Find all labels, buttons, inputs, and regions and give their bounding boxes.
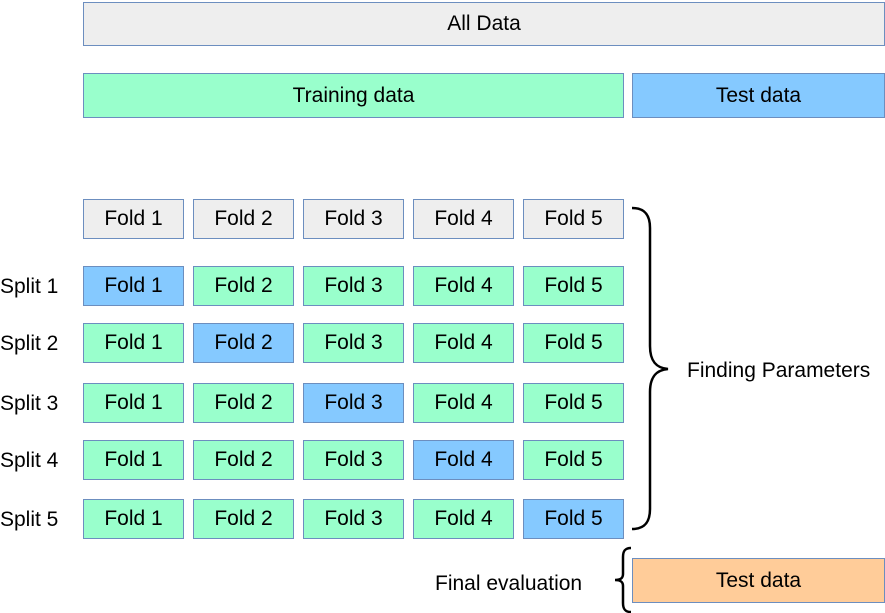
train-fold-1-2: Fold 2	[193, 266, 294, 306]
train-fold-5-3: Fold 3	[303, 499, 404, 539]
fold-label: Fold 1	[104, 448, 163, 471]
fold-label: Fold 2	[214, 331, 273, 354]
train-fold-1-4: Fold 4	[413, 266, 514, 306]
train-fold-3-4: Fold 4	[413, 383, 514, 423]
training-data-label: Training data	[292, 83, 415, 107]
train-fold-5-1: Fold 1	[83, 499, 184, 539]
train-fold-3-2: Fold 2	[193, 383, 294, 423]
fold-label: Fold 5	[544, 207, 603, 230]
test-fold-1-1: Fold 1	[83, 266, 184, 306]
fold-label: Fold 1	[104, 391, 163, 414]
header-fold-4: Fold 4	[413, 199, 514, 239]
header-fold-2: Fold 2	[193, 199, 294, 239]
split-label-1: Split 1	[0, 275, 59, 298]
fold-label: Fold 4	[434, 331, 493, 354]
train-fold-3-1: Fold 1	[83, 383, 184, 423]
fold-label: Fold 5	[544, 507, 603, 530]
fold-label: Fold 1	[104, 507, 163, 530]
finding-parameters-brace	[631, 206, 669, 531]
fold-label: Fold 4	[434, 507, 493, 530]
all-data-label: All Data	[447, 12, 521, 35]
train-fold-2-3: Fold 3	[303, 323, 404, 363]
fold-label: Fold 4	[434, 448, 493, 471]
test-data-box: Test data	[632, 73, 885, 118]
train-fold-4-2: Fold 2	[193, 440, 294, 480]
fold-label: Fold 3	[324, 331, 383, 354]
fold-label: Fold 3	[324, 391, 383, 414]
fold-label: Fold 4	[434, 391, 493, 414]
train-fold-4-3: Fold 3	[303, 440, 404, 480]
test-fold-2-2: Fold 2	[193, 323, 294, 363]
train-fold-2-4: Fold 4	[413, 323, 514, 363]
fold-label: Fold 3	[324, 507, 383, 530]
final-evaluation-label: Final evaluation	[435, 572, 583, 595]
fold-label: Fold 1	[104, 207, 163, 230]
fold-label: Fold 3	[324, 207, 383, 230]
header-fold-3: Fold 3	[303, 199, 404, 239]
header-fold-5: Fold 5	[523, 199, 624, 239]
fold-label: Fold 4	[434, 207, 493, 230]
train-fold-5-4: Fold 4	[413, 499, 514, 539]
final-evaluation-brace	[614, 546, 632, 613]
train-fold-3-5: Fold 5	[523, 383, 624, 423]
fold-label: Fold 2	[214, 274, 273, 297]
fold-label: Fold 2	[214, 207, 273, 230]
fold-label: Fold 2	[214, 507, 273, 530]
final-test-data-label: Test data	[715, 568, 802, 592]
fold-label: Fold 3	[324, 448, 383, 471]
all-data-box: All Data	[83, 2, 885, 46]
fold-label: Fold 5	[544, 448, 603, 471]
train-fold-2-1: Fold 1	[83, 323, 184, 363]
split-label-2: Split 2	[0, 332, 59, 355]
fold-label: Fold 1	[104, 331, 163, 354]
test-fold-5-5: Fold 5	[523, 499, 624, 539]
fold-label: Fold 5	[544, 274, 603, 297]
split-label-4: Split 4	[0, 449, 59, 472]
fold-label: Fold 2	[214, 448, 273, 471]
train-fold-4-5: Fold 5	[523, 440, 624, 480]
fold-label: Fold 5	[544, 331, 603, 354]
train-fold-4-1: Fold 1	[83, 440, 184, 480]
fold-label: Fold 2	[214, 391, 273, 414]
train-fold-5-2: Fold 2	[193, 499, 294, 539]
test-fold-3-3: Fold 3	[303, 383, 404, 423]
train-fold-1-5: Fold 5	[523, 266, 624, 306]
fold-label: Fold 4	[434, 274, 493, 297]
test-fold-4-4: Fold 4	[413, 440, 514, 480]
split-label-5: Split 5	[0, 508, 59, 531]
train-fold-2-5: Fold 5	[523, 323, 624, 363]
training-data-box: Training data	[83, 73, 624, 118]
fold-label: Fold 1	[104, 274, 163, 297]
test-data-label: Test data	[715, 83, 802, 107]
header-fold-1: Fold 1	[83, 199, 184, 239]
split-label-3: Split 3	[0, 392, 59, 415]
fold-label: Fold 5	[544, 391, 603, 414]
finding-parameters-label: Finding Parameters	[687, 359, 871, 382]
fold-label: Fold 3	[324, 274, 383, 297]
final-test-data-box: Test data	[632, 558, 885, 603]
train-fold-1-3: Fold 3	[303, 266, 404, 306]
